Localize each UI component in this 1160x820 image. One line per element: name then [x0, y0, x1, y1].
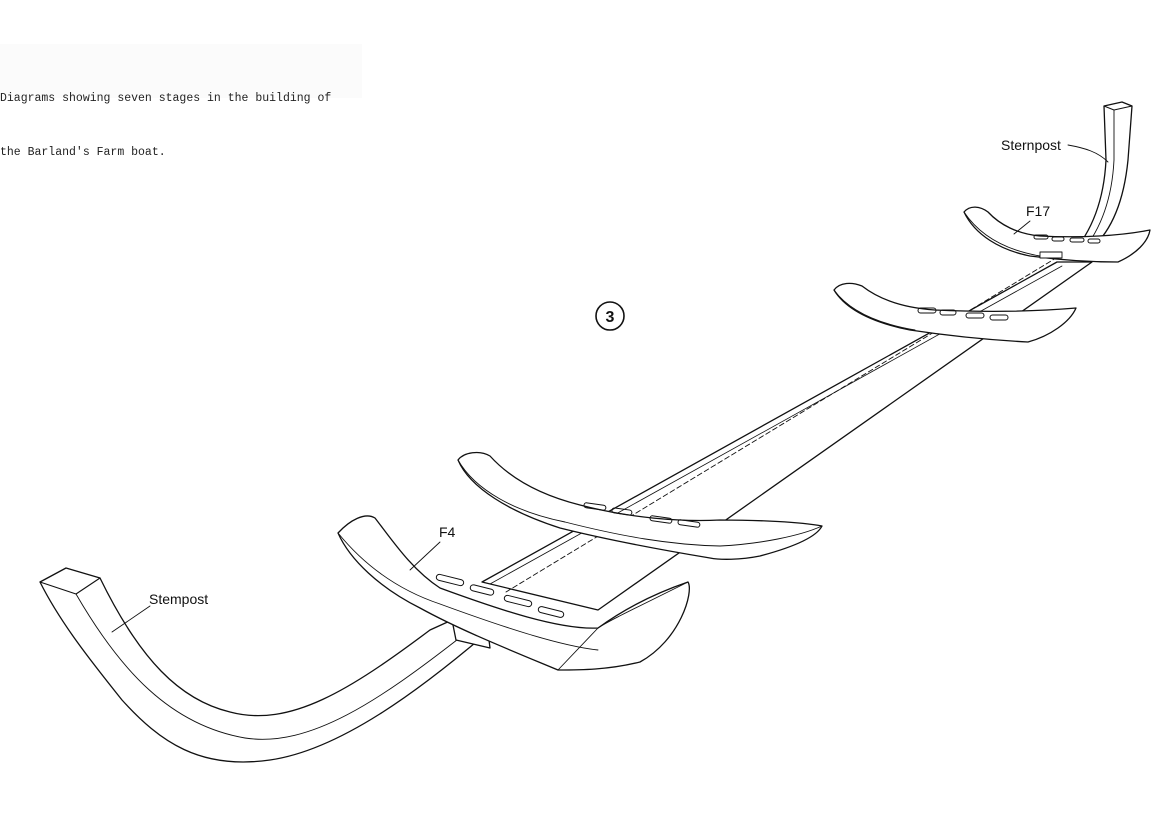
f17-label: F17 — [1026, 203, 1050, 219]
caption-line-1: Diagrams showing seven stages in the bui… — [0, 92, 332, 105]
label-stempost: Stempost — [111, 591, 208, 633]
f4-label: F4 — [439, 524, 456, 540]
caption-line-2: the Barland's Farm boat. — [0, 146, 166, 159]
stempost-label: Stempost — [149, 591, 208, 607]
f17-limber-holes — [1033, 234, 1101, 244]
frame-f17 — [963, 206, 1151, 263]
sternpost — [1069, 101, 1133, 257]
f4-limber-holes — [435, 573, 565, 618]
sternpost-label: Sternpost — [1001, 137, 1061, 153]
stage-number-badge: 3 — [595, 301, 625, 331]
stage-number: 3 — [606, 309, 615, 326]
frame-third — [833, 282, 1077, 343]
label-f4: F4 — [409, 524, 456, 571]
frame-f4 — [337, 515, 690, 671]
frame-second — [457, 451, 823, 560]
label-sternpost: Sternpost — [1001, 137, 1109, 163]
second-frame-limber-holes — [583, 502, 701, 528]
label-f17: F17 — [1013, 203, 1050, 235]
caption-background — [0, 44, 362, 98]
third-frame-limber-holes — [917, 307, 1009, 321]
figure-caption: Diagrams showing seven stages in the bui… — [0, 54, 331, 180]
